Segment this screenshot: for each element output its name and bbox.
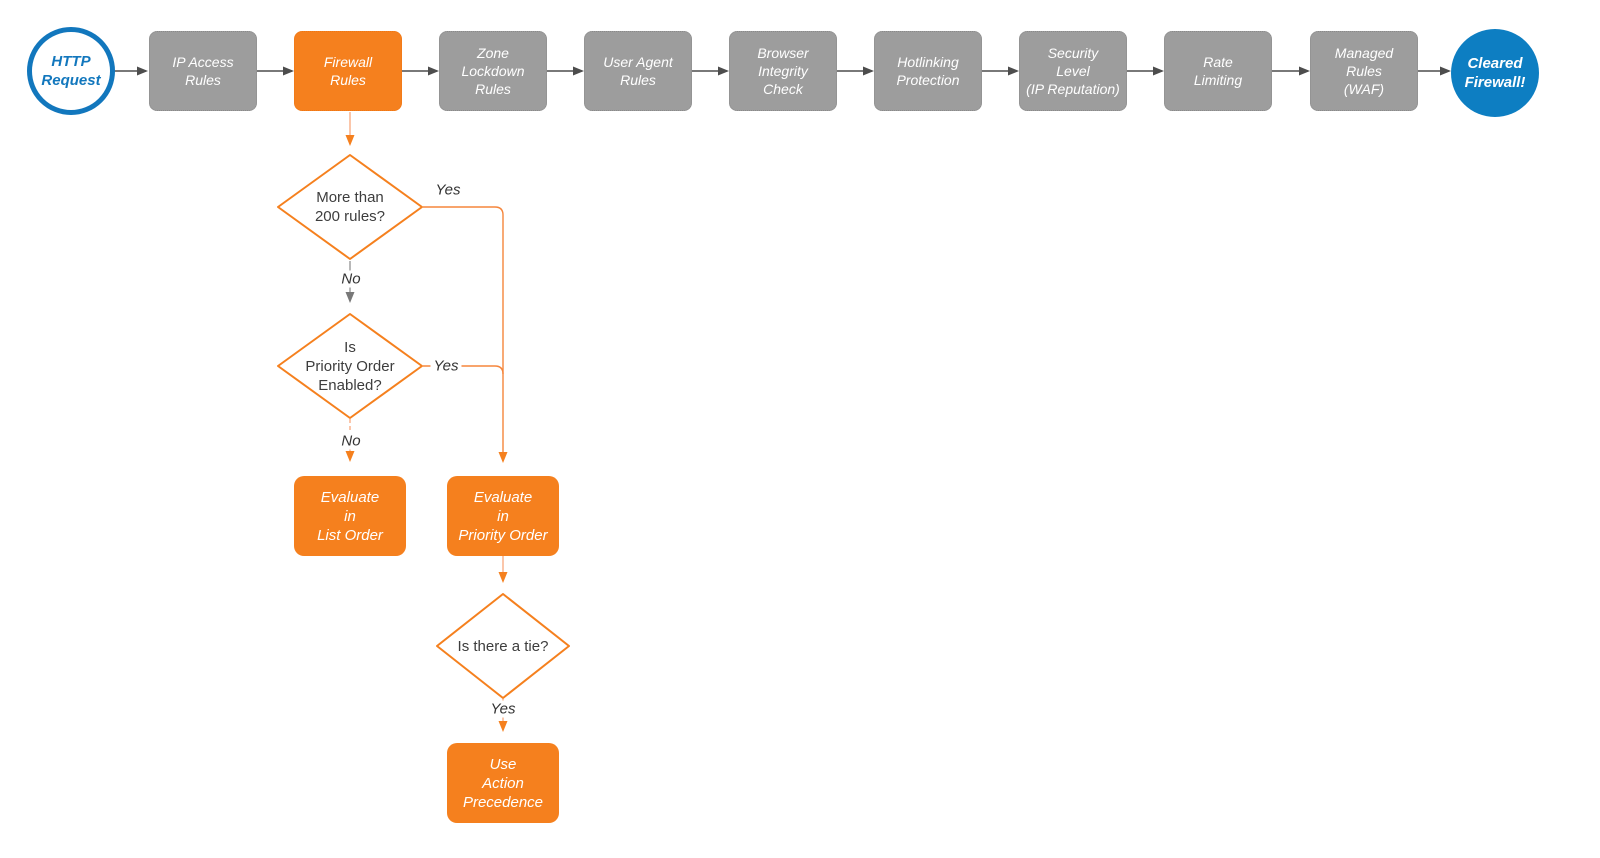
decision-shapes bbox=[277, 154, 570, 699]
edge-decision1-yes bbox=[423, 206, 508, 463]
decision2-question: Is Priority Order Enabled? bbox=[305, 338, 395, 394]
step-rate-limiting: Rate Limiting bbox=[1164, 31, 1272, 111]
decision1-diamond bbox=[277, 154, 423, 260]
step-browser-integrity-check: Browser Integrity Check bbox=[729, 31, 837, 111]
decision1-yes-label: Yes bbox=[435, 181, 461, 199]
decision2-no-label: No bbox=[338, 432, 364, 450]
step-zone-lockdown-rules: Zone Lockdown Rules bbox=[439, 31, 547, 111]
decision3-question: Is there a tie? bbox=[457, 637, 549, 655]
decision2-diamond bbox=[277, 313, 423, 419]
decision2-yes-label: Yes bbox=[430, 357, 462, 375]
decision3-diamond bbox=[436, 593, 570, 699]
step-managed-rules-waf: Managed Rules (WAF) bbox=[1310, 31, 1418, 111]
step-user-agent-rules: User Agent Rules bbox=[584, 31, 692, 111]
decision1-no-label: No bbox=[338, 270, 364, 288]
step-hotlinking-protection: Hotlinking Protection bbox=[874, 31, 982, 111]
process-evaluate-priority-order: Evaluate in Priority Order bbox=[447, 476, 559, 556]
end-cleared-firewall: Cleared Firewall! bbox=[1451, 29, 1539, 117]
edge-decision2-yes bbox=[423, 365, 504, 375]
process-use-action-precedence: Use Action Precedence bbox=[447, 743, 559, 823]
start-http-request: HTTP Request bbox=[27, 27, 115, 115]
step-ip-access-rules: IP Access Rules bbox=[149, 31, 257, 111]
process-evaluate-list-order: Evaluate in List Order bbox=[294, 476, 406, 556]
decision1-question: More than 200 rules? bbox=[314, 189, 386, 225]
step-firewall-rules: Firewall Rules bbox=[294, 31, 402, 111]
decision3-yes-label: Yes bbox=[487, 700, 519, 718]
step-security-level: Security Level (IP Reputation) bbox=[1019, 31, 1127, 111]
